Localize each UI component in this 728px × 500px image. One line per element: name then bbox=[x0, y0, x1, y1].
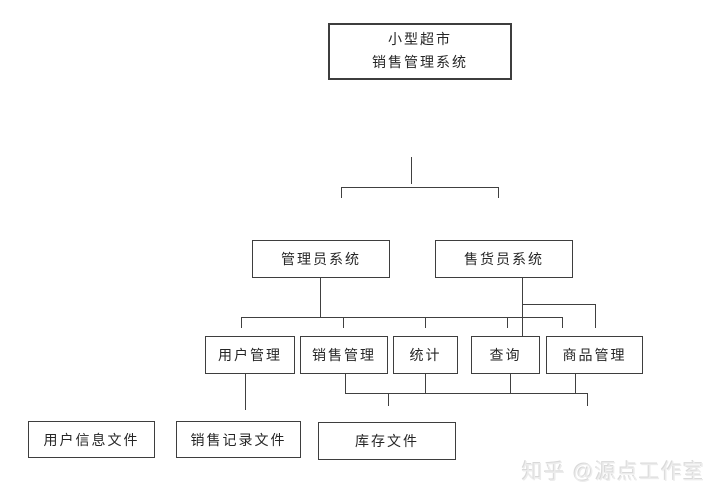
node-product-mgmt-label: 商品管理 bbox=[562, 349, 627, 364]
node-query: 查询 bbox=[471, 336, 540, 374]
node-user-info-file: 用户信息文件 bbox=[28, 421, 155, 458]
connector-sales-mgmt-drop bbox=[345, 374, 346, 393]
node-inventory-file: 库存文件 bbox=[318, 422, 456, 460]
node-admin-system-label: 管理员系统 bbox=[281, 253, 361, 268]
connector-seller-branch bbox=[522, 304, 596, 305]
connector-root-bus-right-tick bbox=[498, 187, 499, 198]
connector-admin-bus-tick-query bbox=[507, 317, 508, 328]
node-root-system: 小型超市 销售管理系统 bbox=[328, 23, 512, 80]
node-admin-system: 管理员系统 bbox=[252, 240, 390, 278]
connector-admin-bus-tick-user-mgmt bbox=[241, 317, 242, 328]
connector-lower-bus-tick-inventory-file bbox=[388, 393, 389, 406]
connector-admin-bus bbox=[241, 317, 563, 318]
node-stats-label: 统计 bbox=[409, 349, 442, 364]
connector-user-mgmt-drop bbox=[245, 374, 246, 410]
connector-product-mgmt-drop bbox=[575, 374, 576, 393]
connector-root-bus bbox=[341, 187, 499, 188]
node-sales-mgmt-label: 销售管理 bbox=[312, 349, 376, 364]
node-sales-record-file-label: 销售记录文件 bbox=[190, 433, 287, 449]
node-sales-record-file: 销售记录文件 bbox=[176, 421, 301, 458]
connector-root-bus-left-tick bbox=[341, 187, 342, 198]
connector-stats-drop bbox=[425, 374, 426, 393]
connector-seller-stem-to-query bbox=[522, 278, 523, 337]
node-user-mgmt: 用户管理 bbox=[205, 336, 295, 374]
connector-admin-bus-tick-stats bbox=[425, 317, 426, 328]
connector-admin-bus-tick-sales-mgmt bbox=[343, 317, 344, 328]
node-user-info-file-label: 用户信息文件 bbox=[43, 433, 140, 449]
node-inventory-file-label: 库存文件 bbox=[355, 435, 419, 450]
zhihu-watermark: 知乎 @源点工作室 bbox=[522, 461, 706, 484]
node-product-mgmt: 商品管理 bbox=[546, 336, 643, 374]
node-sales-mgmt: 销售管理 bbox=[300, 336, 388, 374]
connector-lower-bus-right-hook bbox=[587, 393, 588, 406]
node-root-label-line2: 销售管理系统 bbox=[372, 55, 468, 71]
node-seller-system-label: 售货员系统 bbox=[464, 253, 544, 268]
connector-admin-bus-tick-product-mgmt bbox=[562, 317, 563, 328]
node-query-label: 查询 bbox=[489, 349, 522, 364]
connector-admin-stem bbox=[320, 278, 321, 317]
node-seller-system: 售货员系统 bbox=[435, 240, 573, 278]
node-root-label-line1: 小型超市 bbox=[388, 32, 452, 48]
node-stats: 统计 bbox=[393, 336, 458, 374]
connector-seller-branch-to-product-mgmt bbox=[595, 304, 596, 328]
connector-root-stem bbox=[411, 157, 412, 184]
connector-lower-bus bbox=[345, 393, 588, 394]
connector-query-drop bbox=[510, 374, 511, 393]
node-user-mgmt-label: 用户管理 bbox=[218, 349, 282, 364]
